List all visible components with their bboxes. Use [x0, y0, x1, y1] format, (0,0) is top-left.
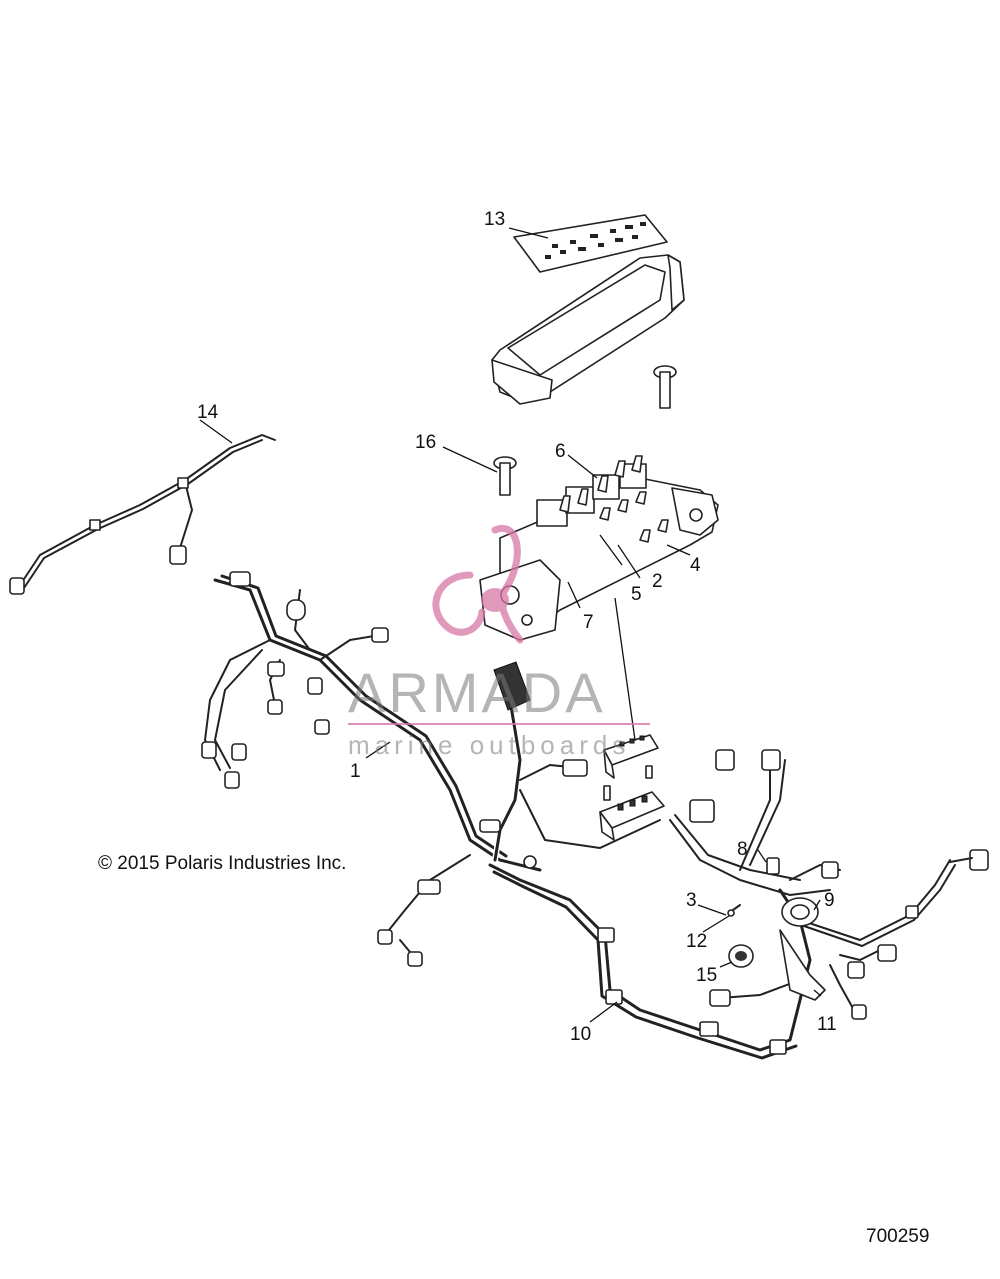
watermark-logo-icon — [432, 524, 524, 644]
round-grommet — [728, 944, 754, 968]
callout-labels: 1 2 3 4 5 6 7 8 9 10 11 12 13 14 15 16 — [197, 209, 837, 1045]
sub-harness — [9, 432, 278, 595]
callout-14: 14 — [197, 402, 219, 423]
figure-number: 700259 — [866, 1226, 930, 1247]
mounting-bolt — [493, 456, 517, 496]
callout-11: 11 — [817, 1014, 837, 1035]
callout-13: 13 — [484, 209, 505, 230]
main-harness — [201, 571, 543, 967]
copyright-notice: © 2015 Polaris Industries Inc. — [98, 853, 347, 874]
callout-6: 6 — [555, 441, 566, 462]
callout-3: 3 — [686, 890, 697, 911]
callout-8: 8 — [737, 839, 748, 860]
callout-4: 4 — [690, 555, 701, 576]
callout-5: 5 — [631, 584, 642, 605]
callout-16: 16 — [415, 432, 436, 453]
callout-9: 9 — [824, 890, 835, 911]
main-harness-right — [487, 749, 989, 1060]
relay-connector — [599, 765, 665, 841]
leader-lines — [199, 227, 822, 1023]
cover-bolt — [653, 365, 677, 409]
central-harness-branch — [479, 661, 661, 869]
relay-block — [536, 455, 669, 543]
callout-10: 10 — [570, 1024, 591, 1045]
harness-grommet — [779, 897, 826, 1001]
callout-2: 2 — [652, 571, 663, 592]
callout-1: 1 — [350, 761, 361, 782]
fuse-box-cover — [491, 254, 685, 405]
fuse-block-connector — [603, 734, 659, 779]
callout-12: 12 — [686, 931, 707, 952]
cable-tie — [727, 904, 741, 917]
callout-15: 15 — [696, 965, 717, 986]
watermark-tagline: marine outboards — [348, 730, 631, 760]
watermark-divider — [348, 723, 650, 725]
callout-7: 7 — [583, 612, 594, 633]
fuse-label-decal — [513, 214, 668, 273]
watermark-name: ARMADA — [348, 661, 606, 724]
wire-clip — [766, 857, 780, 875]
